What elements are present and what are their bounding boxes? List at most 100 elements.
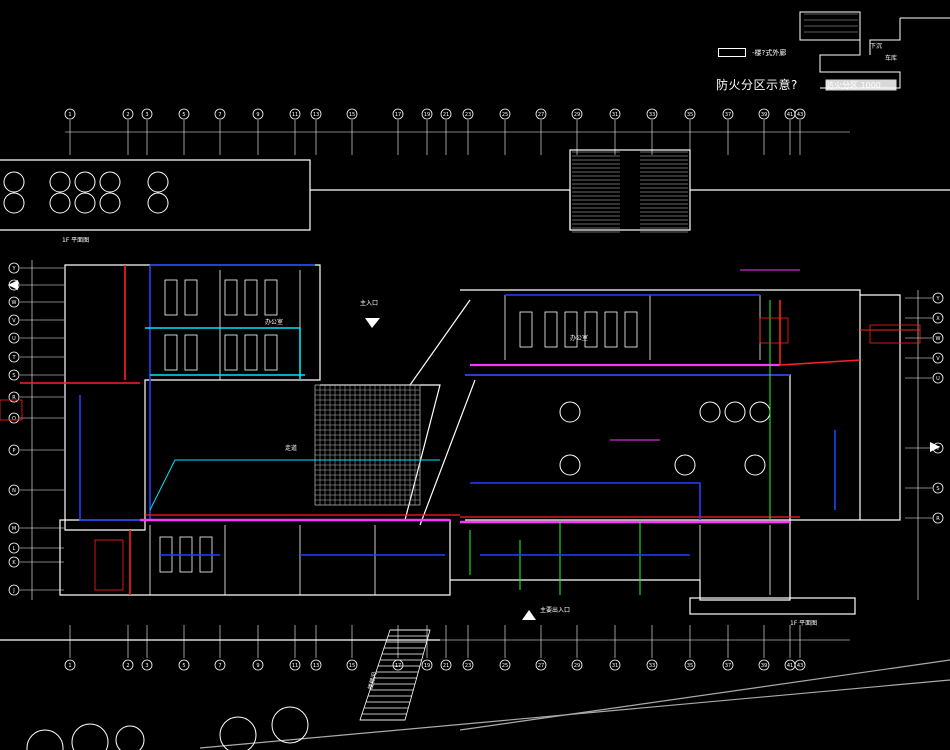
red-annotations (0, 317, 921, 591)
grid-right-bubble-label: R (936, 516, 940, 522)
grid-bottom-bubble (499, 659, 511, 671)
grid-top-bubble (499, 108, 511, 120)
grid-top-bubble-label: 37 (725, 112, 731, 118)
grid-left-bubble (8, 556, 20, 568)
grid-top-bubble-label: 35 (687, 112, 693, 118)
grid-right-bubble (932, 352, 944, 364)
grid-top-bubble (684, 108, 696, 120)
grid-left-bubble (8, 584, 20, 596)
grid-bottom-bubble-label: 33 (649, 663, 655, 669)
grid-top-bubble (122, 108, 134, 120)
grid-top-bubble-label: 31 (612, 112, 618, 118)
grid-top-bubble (141, 108, 153, 120)
grid-bottom-bubble-label: 13 (313, 663, 319, 669)
grid-bottom-bubble (252, 659, 264, 671)
grid-top-bubble-label: 1 (68, 112, 71, 118)
grid-top-bubble (252, 108, 264, 120)
grid-top-bubble-label: 3 (145, 112, 148, 118)
grid-left-bubble (8, 332, 20, 344)
grid-bottom-bubble (214, 659, 226, 671)
grid-bottom-bubble (141, 659, 153, 671)
grid-left-bubble-label: Y (11, 266, 16, 272)
grid-right-bubble-label: T (935, 446, 940, 452)
grid-bottom-bubble-label: 43 (797, 663, 803, 669)
grid-bottom-bubble (646, 659, 658, 671)
grid-left-bubble (8, 351, 20, 363)
grid-bottom-bubble (346, 659, 358, 671)
grid-bottom-bubble-label: 41 (787, 663, 793, 669)
grid-top-bubble (462, 108, 474, 120)
grid-bottom-bubble (535, 659, 547, 671)
grid-left-bubble (8, 444, 20, 456)
grid-top-bubble (440, 108, 452, 120)
grid-bottom-bubble (794, 659, 806, 671)
floor-label-left: 1F 平面图 (62, 237, 89, 244)
grid-top-bubble-label: 17 (395, 112, 401, 118)
entrance-markers (8, 280, 940, 620)
grid-left-bubble-label: W (12, 300, 17, 306)
grid-top-bubble (794, 108, 806, 120)
grid-bottom-bubble-label: 1 (68, 663, 71, 669)
grid-top-bubble-label: 23 (465, 112, 471, 118)
drawing-title: 防火分区示意? (716, 78, 798, 92)
grid-top-bubble-label: 21 (443, 112, 449, 118)
grid-left-bubble (8, 522, 20, 534)
grid-left-bubble (8, 369, 20, 381)
grid-right-bubble-label: U (936, 376, 940, 382)
grid-bottom-bubble-label: 29 (574, 663, 580, 669)
grid-top-bubble-label: 29 (574, 112, 580, 118)
grid-right-bubble (932, 332, 944, 344)
grid-bottom-bubble-label: 9 (256, 663, 259, 669)
grid-top-bubble (346, 108, 358, 120)
grid-top-bubble-label: 5 (182, 112, 185, 118)
grid-right-bubble-label: V (936, 356, 940, 362)
grid-right-bubble (932, 512, 944, 524)
drawing-labels: 主入口 主要出入口 楼梯间 办公室 办公室 1F 平面图 1F 平面图 走道 (62, 237, 817, 691)
corridor-label: 走道 (285, 444, 297, 452)
grid-left-bubble (8, 262, 20, 274)
grid-bottom-bubble-label: 11 (292, 663, 298, 669)
grid-bottom-bubble (609, 659, 621, 671)
north-entrance-label: 主入口 (360, 299, 378, 307)
grid-left-bubble (8, 484, 20, 496)
lower-diagonal-stair (359, 629, 431, 721)
grid-left-bubble-label: Q (12, 416, 16, 422)
grid-left-bubble-label: N (12, 488, 16, 494)
grid-top-bubble (310, 108, 322, 120)
grid-left-bubble-label: M (12, 526, 16, 532)
grid-top-bubble-label: 15 (349, 112, 355, 118)
grid-bottom-bubble (421, 659, 433, 671)
grid-top-bubble-label: 13 (313, 112, 319, 118)
grid-bottom-bubble (440, 659, 452, 671)
scale-note: 防火分区 1000 (826, 81, 881, 90)
grid-right-bubble (932, 372, 944, 384)
grid-left-bubble-label: P (12, 448, 15, 454)
grid-left-bubble (8, 391, 20, 403)
grid-bottom-bubble (122, 659, 134, 671)
grid-bottom-bubble (684, 659, 696, 671)
fire-compartment-inset: 下沉 车库 (799, 11, 950, 91)
grid-top-bubble-label: 11 (292, 112, 298, 118)
grid-top-bubble-label: 25 (502, 112, 508, 118)
grid-left-bubble (8, 412, 20, 424)
grid-bottom-bubble-label: 23 (465, 663, 471, 669)
grid-left-bubble (8, 314, 20, 326)
grid-right-bubble-label: S (936, 486, 939, 492)
grid-right-bubble (932, 312, 944, 324)
grid-top-bubble (392, 108, 404, 120)
grid-top-bubble (64, 108, 76, 120)
room-label-2: 办公室 (570, 334, 588, 342)
grid-bottom-bubble-label: 19 (424, 663, 430, 669)
grid-top-bubble-label: 41 (787, 112, 793, 118)
grid-right-bubble-label: X (936, 316, 940, 322)
grid-right-bubble-label: W (936, 336, 941, 342)
floor-label-right: 1F 平面图 (790, 620, 817, 627)
grid-top-bubble (758, 108, 770, 120)
building-walls (0, 149, 950, 749)
grid-top-bubble-label: 33 (649, 112, 655, 118)
grid-bottom-bubble (310, 659, 322, 671)
grid-bottom-bubble-label: 2 (126, 663, 129, 669)
grid-bottom-bubble (722, 659, 734, 671)
grid-bottom-bubble-label: 31 (612, 663, 618, 669)
